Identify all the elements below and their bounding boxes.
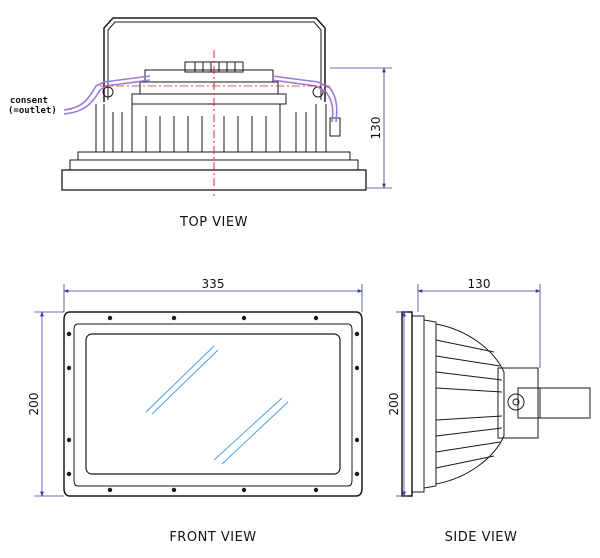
heat-sink-fins [95, 104, 327, 152]
side-heat-sink [435, 323, 505, 485]
top-view-title: TOP VIEW [179, 215, 248, 230]
top-height-label: 130 [369, 117, 383, 140]
front-outer-frame [63, 311, 363, 497]
side-bracket-plate [497, 367, 539, 439]
top-height-dimension [330, 67, 392, 189]
front-height-label: 200 [27, 393, 41, 416]
side-view-title: SIDE VIEW [445, 530, 518, 545]
front-view [63, 311, 363, 497]
glass-reflection [145, 345, 289, 465]
side-mounting-arm [517, 387, 591, 419]
side-height-dimension [396, 311, 408, 497]
side-pivot-bolt [507, 393, 525, 411]
frame-bolts [66, 315, 360, 493]
mounting-bracket [103, 17, 326, 102]
outlet-label: (=outlet) [8, 106, 57, 116]
side-view [401, 311, 591, 497]
front-glass [85, 333, 341, 475]
side-front-frame [401, 311, 413, 497]
front-width-dimension [63, 284, 363, 312]
side-height-label: 200 [387, 393, 401, 416]
front-view-title: FRONT VIEW [169, 530, 256, 545]
side-width-dimension [417, 284, 541, 368]
front-width-label: 335 [202, 277, 225, 291]
consent-label: consent [10, 96, 48, 106]
cable-gland-left [102, 86, 114, 98]
side-width-label: 130 [468, 277, 491, 291]
top-view [61, 17, 367, 191]
front-height-dimension [34, 311, 64, 497]
power-cable [63, 75, 338, 123]
